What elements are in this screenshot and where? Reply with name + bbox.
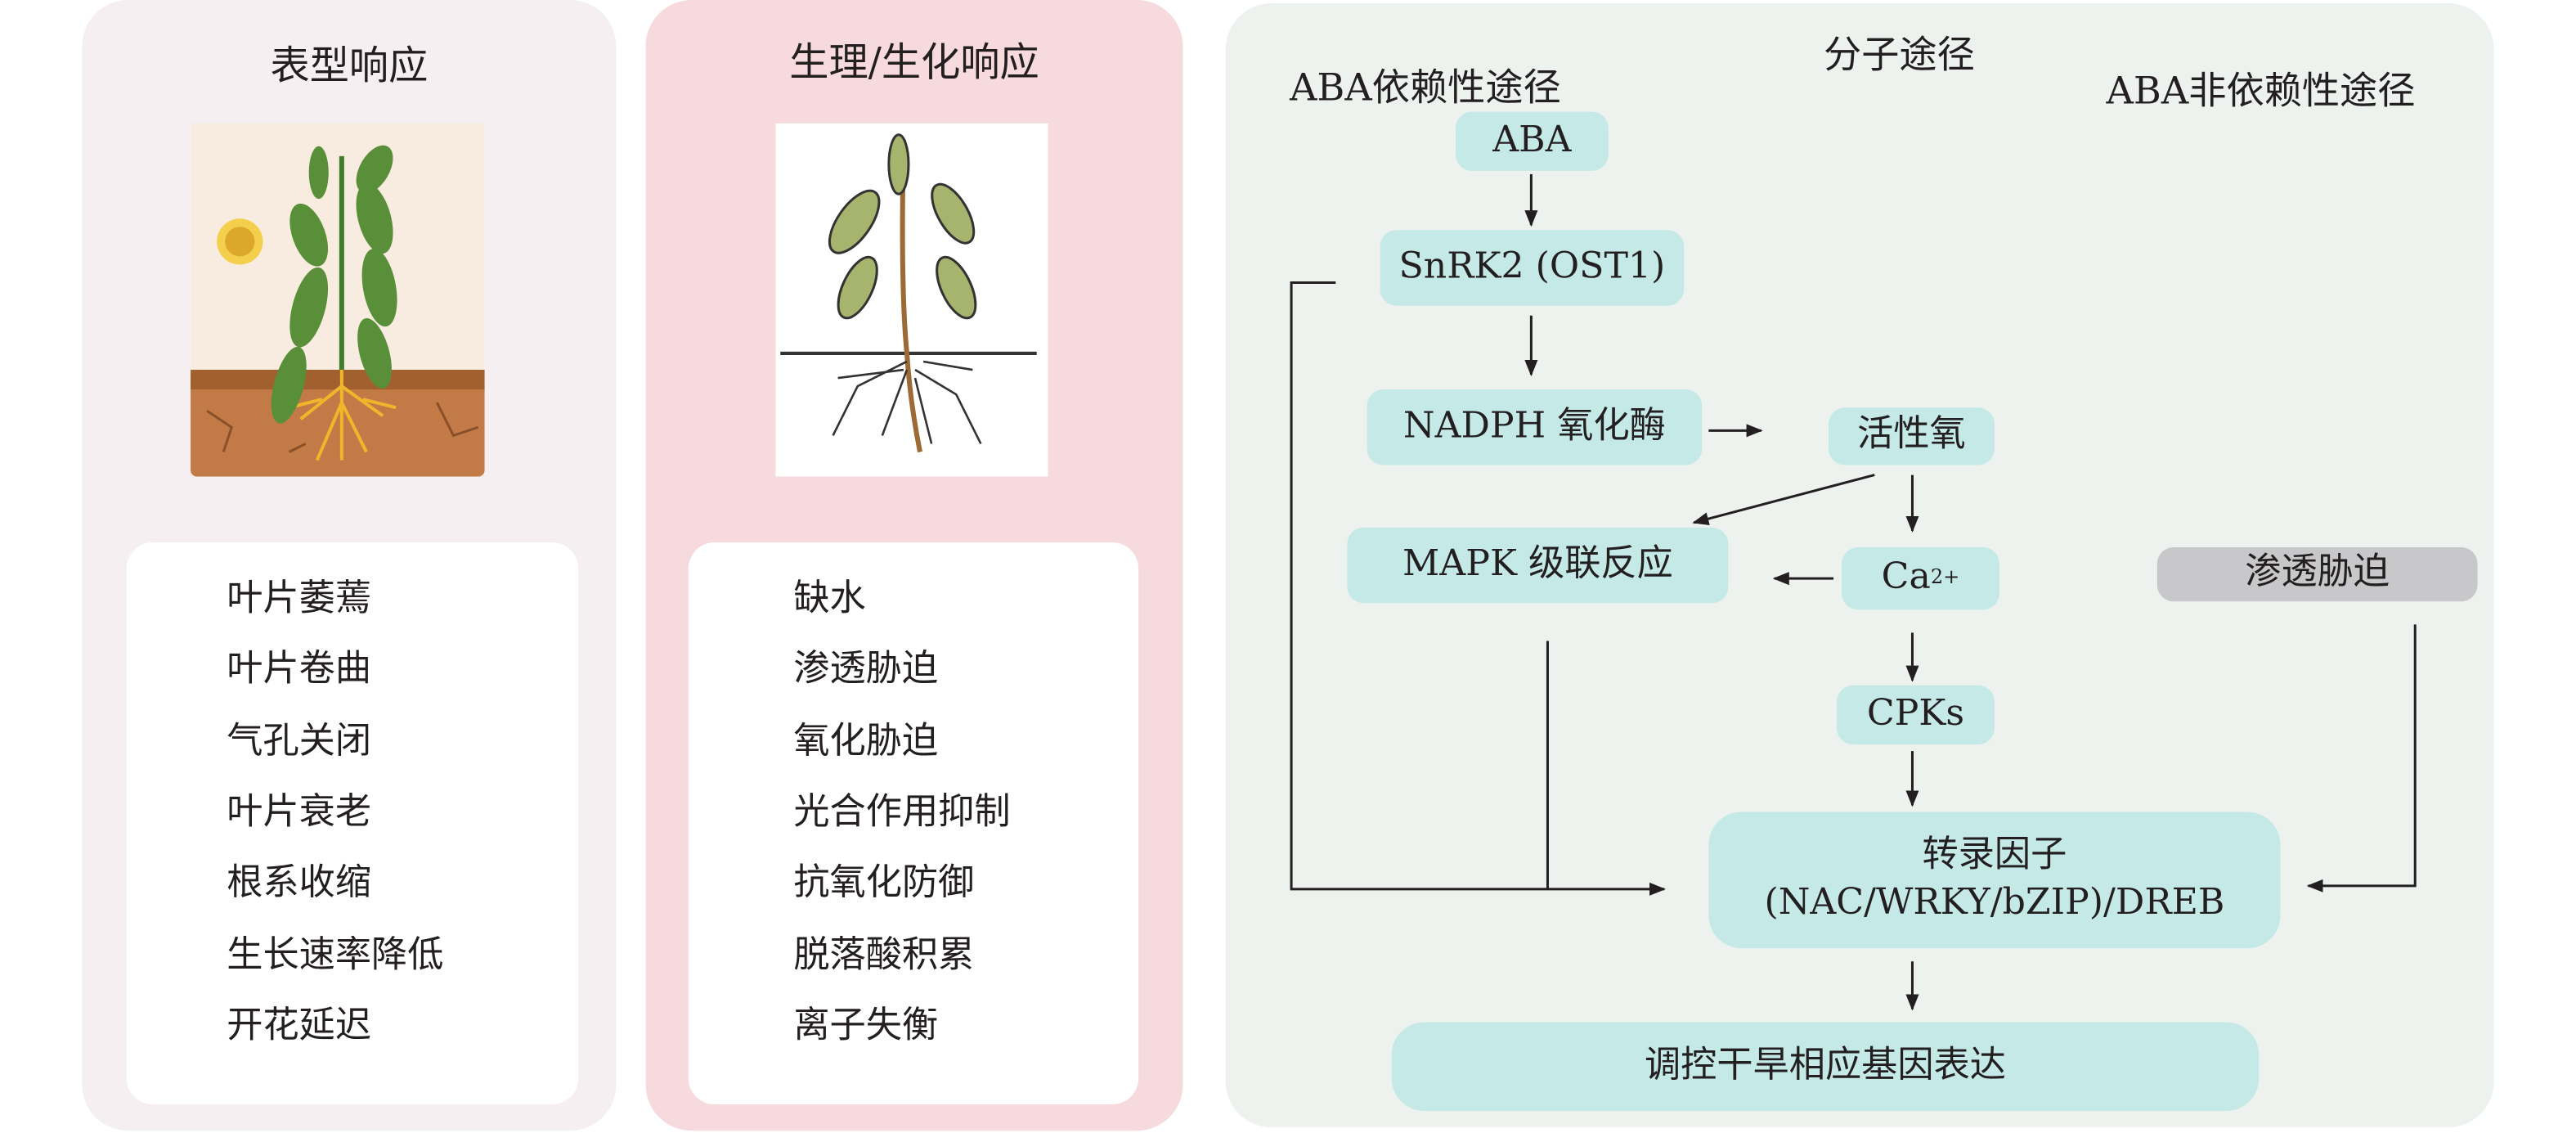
physiology-title: 生理/生化响应 — [789, 39, 1039, 86]
physiology-list-item: 缺水 — [793, 578, 866, 620]
node-aba: ABA — [1455, 111, 1609, 171]
arrow-ros-mapk — [1692, 474, 1875, 526]
plant-roots-illustration — [775, 123, 1048, 477]
physiology-list-item: 氧化胁迫 — [793, 721, 939, 762]
phenotype-list — [126, 542, 579, 1105]
phenotype-list-item: 开花延迟 — [227, 1005, 372, 1047]
node-ros: 活性氧 — [1829, 407, 1995, 465]
phenotype-list-item: 根系收缩 — [227, 863, 372, 905]
arrow-osmotic-tf — [2306, 624, 2417, 892]
physiology-list-item: 抗氧化防御 — [793, 863, 975, 905]
phenotype-list-item: 叶片萎蔫 — [227, 578, 372, 620]
aba-independent-label: ABA非依赖性途径 — [2106, 70, 2416, 114]
physiology-list-item: 脱落酸积累 — [793, 934, 975, 976]
aba-dependent-label: ABA依赖性途径 — [1290, 67, 1561, 110]
sun-icon — [217, 218, 263, 265]
tf-title: 转录因子 — [1922, 834, 2067, 876]
phenotype-list-item: 叶片衰老 — [227, 792, 372, 834]
physiology-list — [688, 542, 1139, 1105]
tf-families: (NAC/WRKY/bZIP)/DREB — [1764, 881, 2225, 924]
arrow-snrk2-tf — [1290, 281, 1667, 896]
node-cpks: CPKs — [1837, 685, 1995, 745]
physiology-panel: 生理/生化响应 — [645, 0, 1183, 1131]
node-snrk2: SnRK2 (OST1) — [1380, 230, 1685, 306]
phenotype-panel: 表型响应 — [82, 0, 617, 1131]
physiology-list-item: 离子失衡 — [793, 1005, 939, 1047]
node-mapk-cascade: MAPK 级联反应 — [1347, 527, 1729, 604]
physiology-list-item: 渗透胁迫 — [793, 650, 939, 691]
molecular-title: 分子途径 — [1823, 34, 1975, 78]
phenotype-title: 表型响应 — [270, 43, 429, 89]
phenotype-list-item: 气孔关闭 — [227, 721, 372, 762]
plant-soil-illustration — [191, 123, 485, 477]
node-regulate-gene-expression: 调控干旱相应基因表达 — [1391, 1022, 2260, 1112]
node-nadph-oxidase: NADPH 氧化酶 — [1367, 389, 1703, 465]
node-transcription-factors: 转录因子 (NAC/WRKY/bZIP)/DREB — [1708, 812, 2281, 949]
calcium-charge: 2+ — [1930, 565, 1960, 589]
node-osmotic-stress: 渗透胁迫 — [2156, 546, 2478, 602]
physiology-list-item: 光合作用抑制 — [793, 792, 1011, 834]
calcium-label: Ca — [1881, 556, 1931, 598]
phenotype-list-item: 生长速率降低 — [227, 934, 444, 976]
phenotype-list-item: 叶片卷曲 — [227, 650, 372, 691]
